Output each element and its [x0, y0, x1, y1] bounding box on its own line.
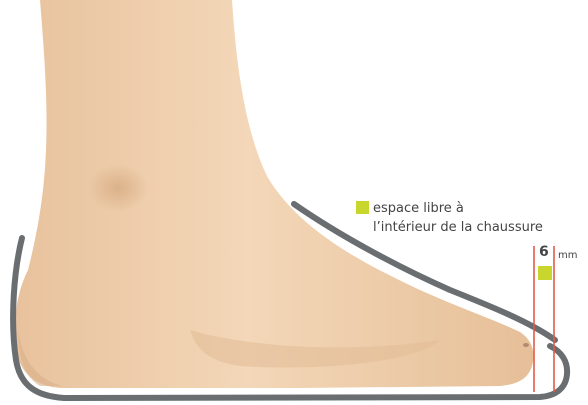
measurement-value: 6 [539, 244, 549, 260]
legend-text-line1: espace libre à [373, 199, 464, 218]
legend-text-line2: l’intérieur de la chaussure [373, 218, 543, 237]
toe-nail [523, 343, 529, 347]
measurement-unit: mm [558, 250, 577, 261]
ankle-bone-shading [88, 164, 148, 212]
legend-swatch [356, 201, 369, 214]
measure-swatch [538, 266, 552, 280]
